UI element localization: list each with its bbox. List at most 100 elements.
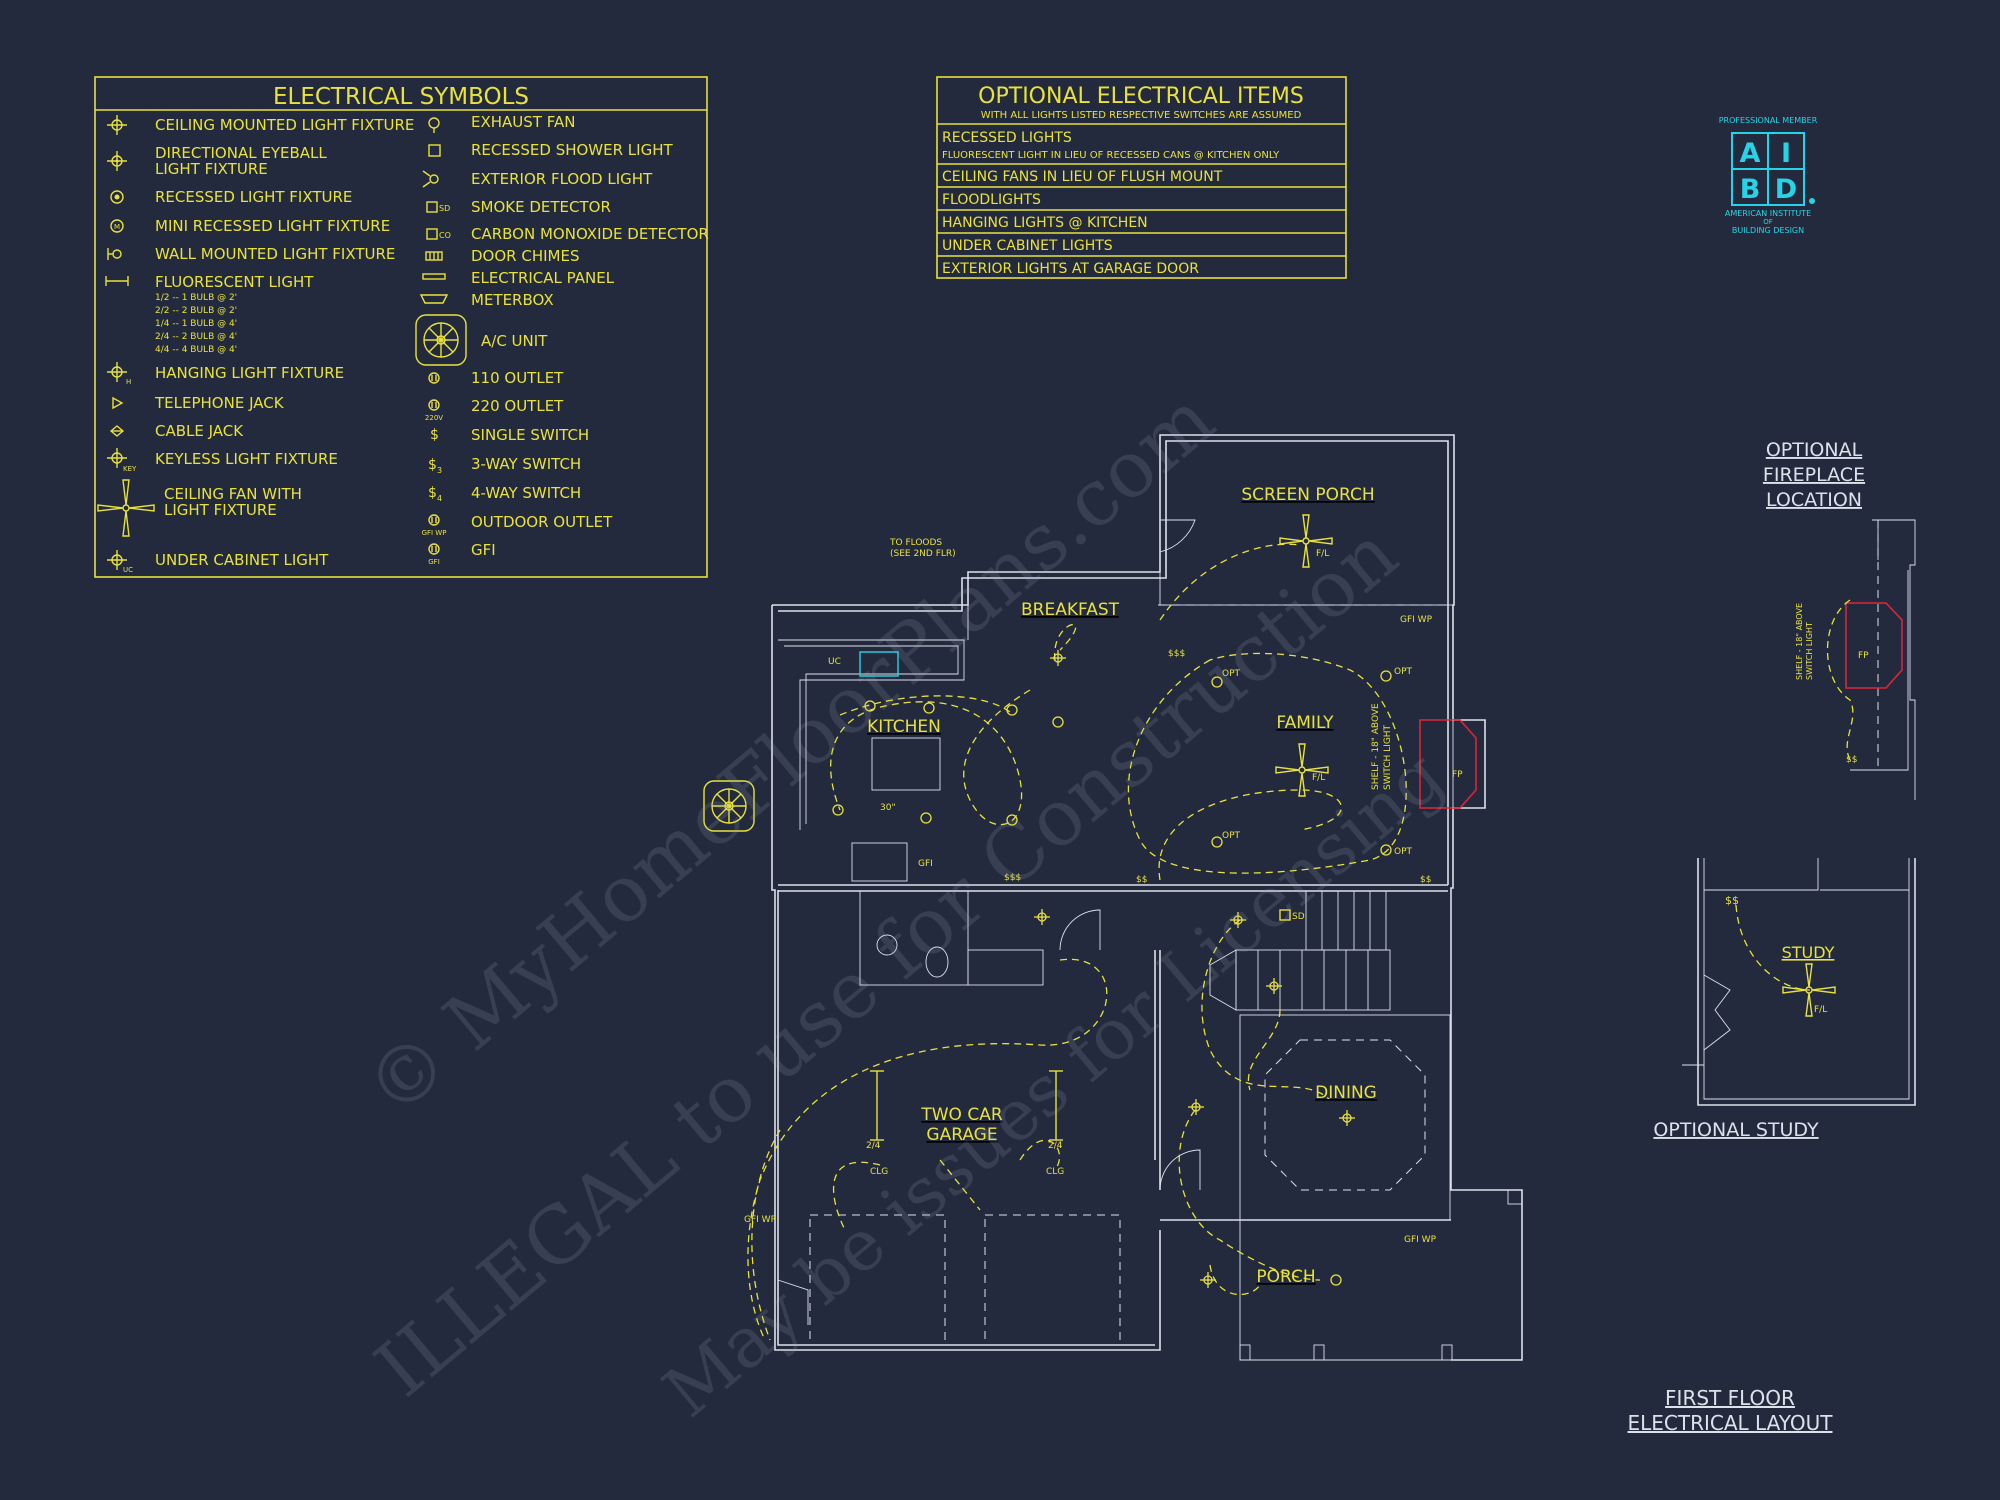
svg-text:4: 4 [437, 494, 442, 503]
recessed-light-icon [110, 190, 124, 204]
svg-text:SHELF - 18" ABOVE: SHELF - 18" ABOVE [1795, 603, 1804, 680]
kitchen-sink [859, 651, 899, 677]
legend-label: 4-WAY SWITCH [471, 484, 581, 502]
fluorescent-note: 1/2 -- 1 BULB @ 2' [155, 293, 237, 303]
note-opt: OPT [1222, 831, 1241, 841]
note-fl: F/L [1312, 773, 1325, 783]
note-shelf: SWITCH LIGHT [1383, 724, 1393, 790]
svg-text:$: $ [428, 457, 437, 473]
optional-item: HANGING LIGHTS @ KITCHEN [942, 215, 1148, 231]
optional-item: RECESSED LIGHTS [942, 130, 1072, 146]
room-label-garage-2: GARAGE [926, 1125, 997, 1145]
legend-label: LIGHT FIXTURE [155, 160, 268, 178]
note-ss: $$$ [1168, 649, 1185, 659]
legend-label: DOOR CHIMES [471, 247, 579, 265]
optional-items-subtitle: WITH ALL LIGHTS LISTED RESPECTIVE SWITCH… [981, 110, 1302, 121]
svg-text:KEY: KEY [123, 465, 137, 473]
legend-label: 220 OUTLET [471, 397, 564, 415]
legend-title: ELECTRICAL SYMBOLS [273, 84, 529, 110]
optional-item-note: FLUORESCENT LIGHT IN LIEU OF RECESSED CA… [942, 150, 1280, 161]
svg-text:AMERICAN INSTITUTE: AMERICAN INSTITUTE [1725, 209, 1811, 218]
svg-text:I: I [1781, 138, 1791, 169]
note-gfi-wp: GFI WP [1400, 615, 1433, 625]
ceiling-fan-screen-porch [1279, 514, 1333, 568]
flood-light-icon [422, 170, 439, 188]
hanging-light-icon: H [107, 362, 131, 386]
legend-label: RECESSED LIGHT FIXTURE [155, 188, 352, 206]
svg-text:FIREPLACE: FIREPLACE [1763, 464, 1865, 486]
svg-text:A: A [1740, 138, 1761, 169]
eyeball-light-icon [107, 151, 127, 171]
exhaust-fan-icon [428, 117, 440, 133]
three-way-switch-icon: $3 [428, 457, 442, 475]
legend-label: OUTDOOR OUTLET [471, 513, 613, 531]
fireplace [1419, 719, 1477, 809]
fluorescent-light-icon [105, 276, 129, 286]
legend-label: HANGING LIGHT FIXTURE [155, 364, 344, 382]
room-label-kitchen: KITCHEN [867, 717, 941, 737]
room-label-porch: PORCH [1256, 1267, 1315, 1287]
fluorescent-note: 2/4 -- 2 BULB @ 4' [155, 332, 237, 342]
svg-text:B: B [1740, 174, 1761, 205]
legend-label: DIRECTIONAL EYEBALL [155, 144, 327, 162]
cable-jack-icon [109, 425, 125, 437]
fluorescent-note: 2/2 -- 2 BULB @ 2' [155, 306, 237, 316]
optional-item: FLOODLIGHTS [942, 192, 1041, 208]
fluorescent-note: 1/4 -- 1 BULB @ 4' [155, 319, 237, 329]
svg-text:GFI WP: GFI WP [422, 529, 447, 537]
legend-label: CEILING FAN WITH [164, 485, 302, 503]
optional-item: CEILING FANS IN LIEU OF FLUSH MOUNT [942, 169, 1223, 185]
sheet-title-line-2: ELECTRICAL LAYOUT [1628, 1411, 1834, 1435]
svg-text:GFI: GFI [428, 558, 440, 566]
legend-label: METERBOX [471, 291, 554, 309]
outlet-220-icon: 220V [425, 399, 443, 422]
logo-top: PROFESSIONAL MEMBER [1719, 116, 1818, 125]
wall-light-icon [107, 248, 122, 260]
room-label-garage-1: TWO CAR [920, 1105, 1002, 1125]
first-floor-plan: SCREEN PORCH BREAKFAST KITCHEN FAMILY TW… [703, 434, 1523, 1361]
under-cabinet-light-icon: UC [107, 550, 133, 574]
note-gfi: GFI [918, 859, 933, 869]
legend-label: CEILING MOUNTED LIGHT FIXTURE [155, 116, 414, 134]
legend-label: FLUORESCENT LIGHT [155, 273, 314, 291]
ceiling-light-icon [107, 115, 127, 135]
legend-label: SMOKE DETECTOR [471, 198, 611, 216]
svg-text:LOCATION: LOCATION [1766, 489, 1862, 511]
room-label-family: FAMILY [1276, 713, 1334, 733]
shower-light-icon [428, 144, 441, 157]
svg-text:UC: UC [123, 566, 133, 574]
svg-text:$$: $$ [1725, 894, 1739, 907]
legend-label: CARBON MONOXIDE DETECTOR [471, 225, 709, 243]
note-to-floods: (SEE 2ND FLR) [890, 549, 956, 559]
note-opt: OPT [1394, 847, 1413, 857]
svg-text:D: D [1775, 174, 1797, 205]
legend-label: WALL MOUNTED LIGHT FIXTURE [155, 245, 395, 263]
room-label-screen-porch: SCREEN PORCH [1241, 485, 1374, 505]
room-label-study: STUDY [1782, 943, 1835, 962]
electrical-panel-icon [422, 273, 446, 280]
optional-items-table: OPTIONAL ELECTRICAL ITEMS WITH ALL LIGHT… [936, 76, 1347, 279]
sheet-title-line-1: FIRST FLOOR [1665, 1386, 1795, 1410]
svg-text:3: 3 [437, 466, 442, 475]
svg-text:$$: $$ [1846, 755, 1857, 765]
legend-label: TELEPHONE JACK [154, 394, 285, 412]
optional-fireplace-title: OPTIONAL [1766, 439, 1863, 461]
note-opt: OPT [1222, 669, 1241, 679]
note-ss: $$ [1136, 875, 1147, 885]
telephone-jack-icon [112, 396, 124, 410]
optional-items-title: OPTIONAL ELECTRICAL ITEMS [978, 84, 1304, 109]
note-to-floods: TO FLOODS [889, 538, 942, 548]
room-label-breakfast: BREAKFAST [1021, 600, 1120, 620]
svg-text:220V: 220V [425, 414, 443, 422]
legend-label: MINI RECESSED LIGHT FIXTURE [155, 217, 390, 235]
ac-unit-plan [703, 780, 755, 832]
aibd-logo: PROFESSIONAL MEMBER A I B D AMERICAN INS… [1719, 116, 1818, 235]
note-fp: FP [1452, 770, 1463, 780]
note-ss: $$ [1420, 875, 1431, 885]
svg-text:F/L: F/L [1814, 1005, 1827, 1015]
legend-label: 110 OUTLET [471, 369, 564, 387]
co-detector-icon: CO [426, 228, 451, 240]
optional-study-detail: STUDY F/L $$ OPTIONAL STUDY [1653, 858, 1916, 1141]
note-uc: UC [828, 657, 841, 667]
